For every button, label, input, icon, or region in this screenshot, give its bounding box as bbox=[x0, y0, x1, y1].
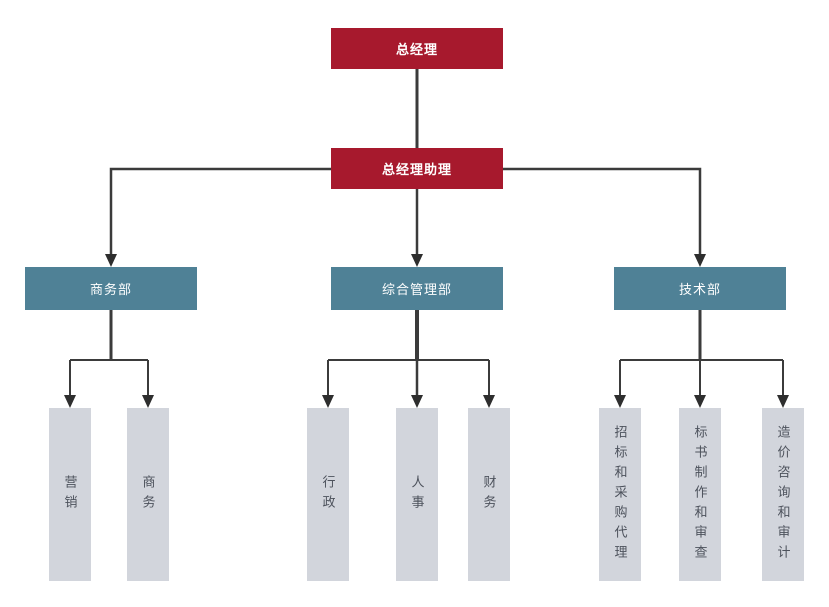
edge-business-dept-to-commerce bbox=[142, 360, 154, 408]
edge-technology-to-bid-preparation bbox=[694, 360, 706, 408]
node-marketing[interactable]: 营销 bbox=[49, 408, 91, 581]
edge-general-management-to-administration bbox=[322, 360, 334, 408]
edge-general-management-stem bbox=[328, 310, 489, 361]
node-commerce[interactable]: 商务 bbox=[127, 408, 169, 581]
edge-technology-to-bidding-procurement bbox=[614, 360, 626, 408]
node-cost-consulting-and-audit[interactable]: 造价咨询和审计 bbox=[762, 408, 804, 581]
edge-business-dept-to-marketing bbox=[64, 360, 76, 408]
node-personnel[interactable]: 人事 bbox=[396, 408, 438, 581]
edge-technology-stem bbox=[620, 310, 783, 361]
edge-general-management-to-personnel bbox=[411, 360, 423, 408]
edge-assistant-to-technology-dept bbox=[503, 167, 706, 267]
node-finance[interactable]: 财务 bbox=[468, 408, 510, 581]
node-technology-dept[interactable]: 技术部 bbox=[614, 267, 786, 310]
node-general-manager[interactable]: 总经理 bbox=[331, 28, 503, 69]
node-bidding-and-procurement-agency[interactable]: 招标和采购代理 bbox=[599, 408, 641, 581]
node-general-management-dept[interactable]: 综合管理部 bbox=[331, 267, 503, 310]
edge-business-dept-stem bbox=[70, 310, 148, 361]
node-gm-assistant[interactable]: 总经理助理 bbox=[331, 148, 503, 189]
node-business-dept[interactable]: 商务部 bbox=[25, 267, 197, 310]
node-administration[interactable]: 行政 bbox=[307, 408, 349, 581]
node-bid-preparation-and-review[interactable]: 标书制作和审查 bbox=[679, 408, 721, 581]
edge-assistant-to-business-dept bbox=[105, 167, 331, 267]
edge-technology-to-cost-consulting bbox=[777, 360, 789, 408]
edge-assistant-to-general-management-dept bbox=[411, 189, 423, 267]
edge-general-management-to-finance bbox=[483, 360, 495, 408]
